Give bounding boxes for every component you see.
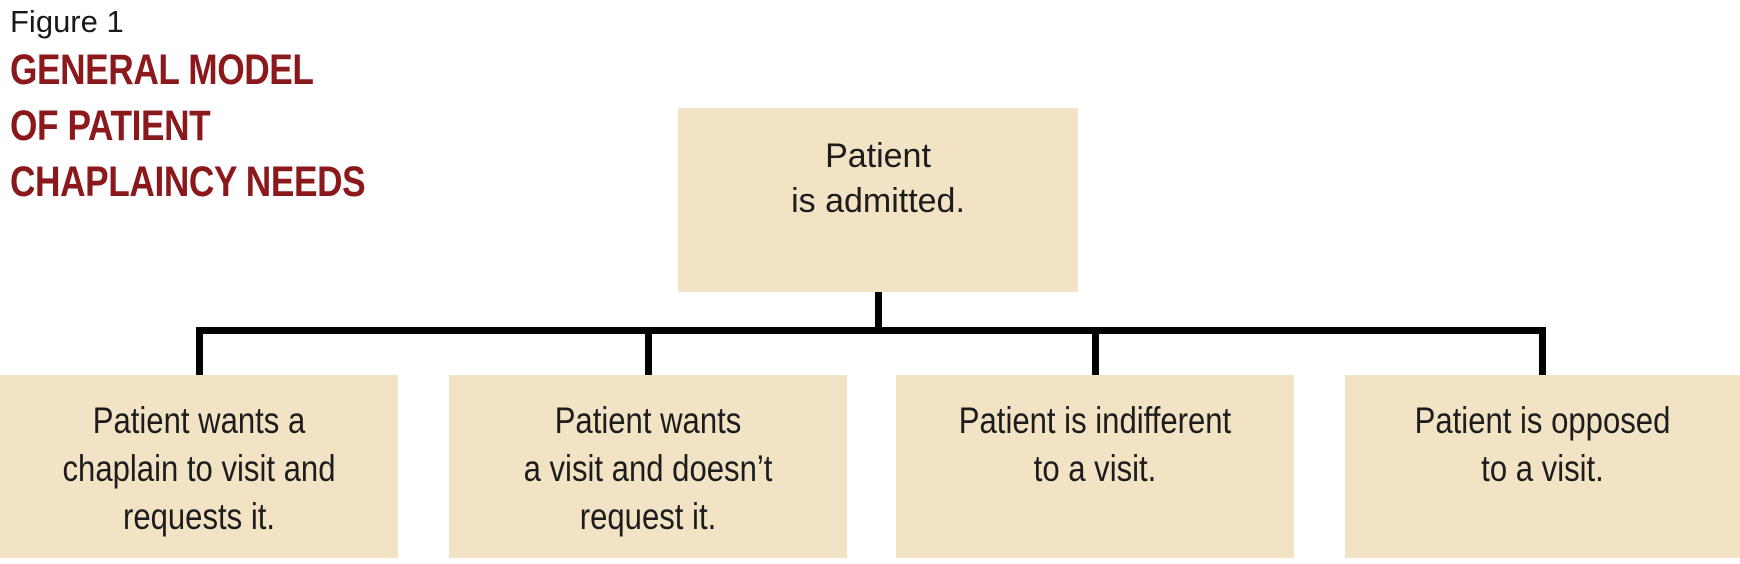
connector-drop-line-4 [1539, 327, 1546, 375]
root-node-text-line-1: Patient [825, 137, 931, 175]
child-node-4-line-1: Patient is opposed [1414, 400, 1671, 441]
child-node-1-line-1: Patient wants a [92, 400, 306, 441]
figure-title-line-3: CHAPLAINCY NEEDS [10, 158, 366, 206]
child-node-3-line-1: Patient is indifferent [958, 400, 1232, 441]
figure-title: GENERAL MODEL OF PATIENT CHAPLAINCY NEED… [10, 42, 366, 210]
child-node-2-line-1: Patient wants [554, 400, 742, 441]
child-node-indifferent: Patient is indifferent to a visit. [896, 375, 1294, 558]
figure-title-line-2: OF PATIENT [10, 102, 211, 150]
figure-label: Figure 1 [10, 4, 124, 39]
connector-horizontal-line [196, 327, 1546, 334]
child-node-wants-no-request: Patient wants a visit and doesn’t reques… [449, 375, 847, 558]
connector-drop-line-2 [645, 327, 652, 375]
child-node-1-line-3: requests it. [122, 496, 276, 537]
child-node-4-line-2: to a visit. [1481, 448, 1604, 489]
connector-drop-line-3 [1092, 327, 1099, 375]
figure-title-line-1: GENERAL MODEL [10, 46, 314, 94]
child-node-wants-and-requests: Patient wants a chaplain to visit and re… [0, 375, 398, 558]
child-node-3-line-2: to a visit. [1033, 448, 1157, 489]
root-node-patient-admitted: Patient is admitted. [678, 108, 1078, 292]
root-node-text-line-2: is admitted. [791, 182, 965, 220]
child-node-opposed: Patient is opposed to a visit. [1345, 375, 1740, 558]
connector-drop-line-1 [196, 327, 203, 375]
child-node-2-line-3: request it. [579, 496, 717, 537]
child-node-1-line-2: chaplain to visit and [62, 448, 336, 489]
child-node-2-line-2: a visit and doesn’t [523, 448, 773, 489]
connector-trunk-line [875, 292, 882, 330]
